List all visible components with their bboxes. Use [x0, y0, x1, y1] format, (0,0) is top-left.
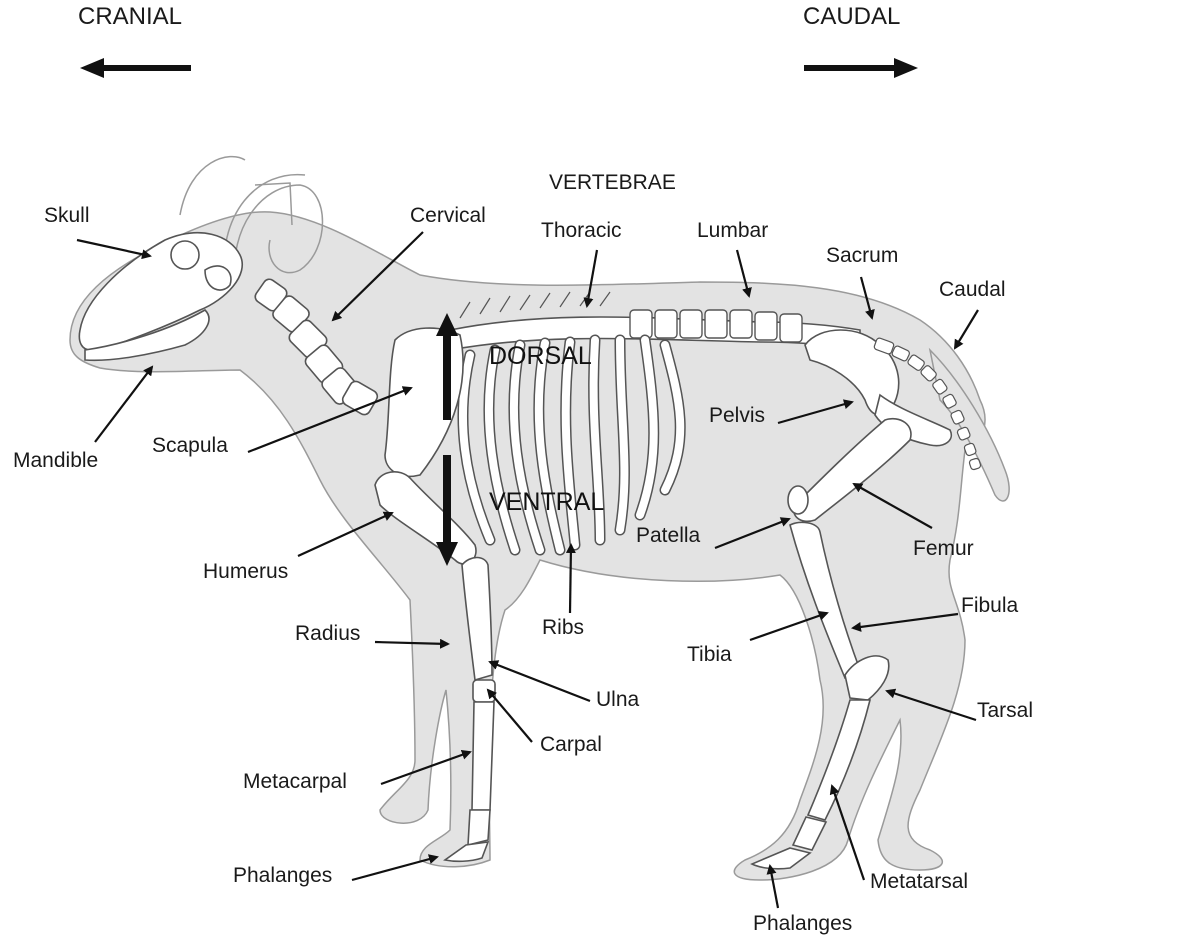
ventral-arrow	[436, 455, 458, 566]
tarsals	[844, 655, 890, 701]
vertebrae-heading: VERTEBRAE	[549, 171, 676, 194]
phalanges-front-pointer	[351, 854, 439, 882]
ribs	[457, 334, 686, 556]
tarsal-pointer	[885, 688, 977, 722]
caudal-direction-label: CAUDAL	[803, 3, 900, 30]
metatarsal-pointer	[829, 784, 866, 881]
ribs-label: Ribs	[542, 616, 584, 639]
tibia-pointer	[749, 610, 829, 642]
patella	[787, 485, 809, 515]
ribs-pointer	[565, 543, 576, 614]
thoracic-label: Thoracic	[541, 219, 622, 242]
metatarsal-label: Metatarsal	[870, 870, 968, 893]
sacrum-pointer	[859, 276, 875, 320]
cervical-vertebrae	[254, 278, 379, 416]
humerus-pointer	[297, 511, 394, 558]
ulna-label: Ulna	[596, 688, 640, 711]
body-silhouette	[69, 211, 1010, 881]
pelvis-pointer	[777, 399, 854, 425]
carpal-pointer	[486, 688, 533, 743]
caudal-vertebrae	[873, 337, 982, 471]
pelvis	[804, 329, 952, 447]
femur-label: Femur	[913, 537, 974, 560]
metacarpal-pointer	[380, 750, 472, 786]
front-phalanges	[443, 809, 491, 863]
tibia-label: Tibia	[687, 643, 732, 666]
phalanges-front-label: Phalanges	[233, 864, 332, 887]
pelvis-label: Pelvis	[709, 404, 765, 427]
caudal-pointer	[953, 309, 979, 350]
radius-ulna	[461, 556, 493, 682]
sacrum-label: Sacrum	[826, 244, 898, 267]
ulna-pointer	[488, 660, 591, 703]
patella-label: Patella	[636, 524, 701, 547]
thoracic-pointer	[583, 249, 599, 308]
phalanges-hind-pointer	[766, 864, 780, 909]
carpal-label: Carpal	[540, 733, 602, 756]
cranial-arrow	[80, 58, 191, 78]
labels: CRANIAL CAUDAL DORSAL VENTRAL VERTEBRAE …	[13, 3, 1033, 935]
phalanges-hind-label: Phalanges	[753, 912, 852, 935]
ventral-label: VENTRAL	[489, 488, 604, 516]
tarsal-label: Tarsal	[977, 699, 1033, 722]
pointer-lines	[76, 231, 979, 909]
skull-pointer	[76, 238, 152, 260]
femur	[793, 418, 912, 523]
scapula-label: Scapula	[152, 434, 228, 457]
mandible-label: Mandible	[13, 449, 98, 472]
dorsal-label: DORSAL	[489, 342, 592, 370]
dorsal-arrow	[436, 313, 458, 420]
radius-pointer	[374, 638, 450, 649]
spine	[449, 291, 861, 351]
femur-pointer	[852, 483, 933, 529]
skull-label: Skull	[44, 204, 90, 227]
tibia	[789, 521, 861, 680]
lumbar-pointer	[735, 249, 752, 298]
metacarpal	[471, 701, 495, 811]
mandible-pointer	[94, 365, 154, 443]
patella-pointer	[714, 517, 791, 550]
mandible	[84, 309, 210, 362]
lumbar-label: Lumbar	[697, 219, 768, 242]
cervical-label: Cervical	[410, 204, 486, 227]
scapula-pointer	[247, 386, 413, 454]
caudal-vertebrae-label: Caudal	[939, 278, 1006, 301]
metacarpal-label: Metacarpal	[243, 770, 347, 793]
metatarsal	[806, 699, 872, 821]
carpals	[472, 679, 496, 703]
radius-label: Radius	[295, 622, 360, 645]
caudal-arrow	[804, 58, 918, 78]
fibula-label: Fibula	[961, 594, 1019, 617]
cranial-label: CRANIAL	[78, 3, 182, 30]
cervical-pointer	[331, 231, 424, 322]
fibula-pointer	[851, 612, 959, 632]
humerus-label: Humerus	[203, 560, 288, 583]
